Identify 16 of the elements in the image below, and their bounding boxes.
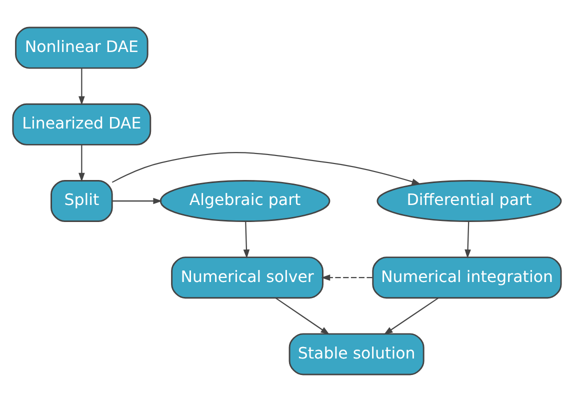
node-box: Numerical solver (171, 256, 324, 298)
arrow (112, 197, 162, 204)
node-ellipse: Algebraic part (160, 179, 330, 222)
node-box: Stable solution (288, 332, 424, 375)
arrow (275, 297, 330, 334)
node-box: Numerical integration (372, 256, 562, 298)
arrow (243, 221, 250, 258)
arrow (78, 144, 85, 182)
arrow (384, 297, 439, 334)
arrow (112, 152, 421, 184)
node-box: Linearized DAE (12, 102, 152, 145)
arrow (464, 221, 471, 258)
arrow (321, 274, 372, 280)
node-box: Split (50, 179, 113, 222)
arrow (78, 68, 85, 105)
node-box: Nonlinear DAE (15, 26, 148, 68)
